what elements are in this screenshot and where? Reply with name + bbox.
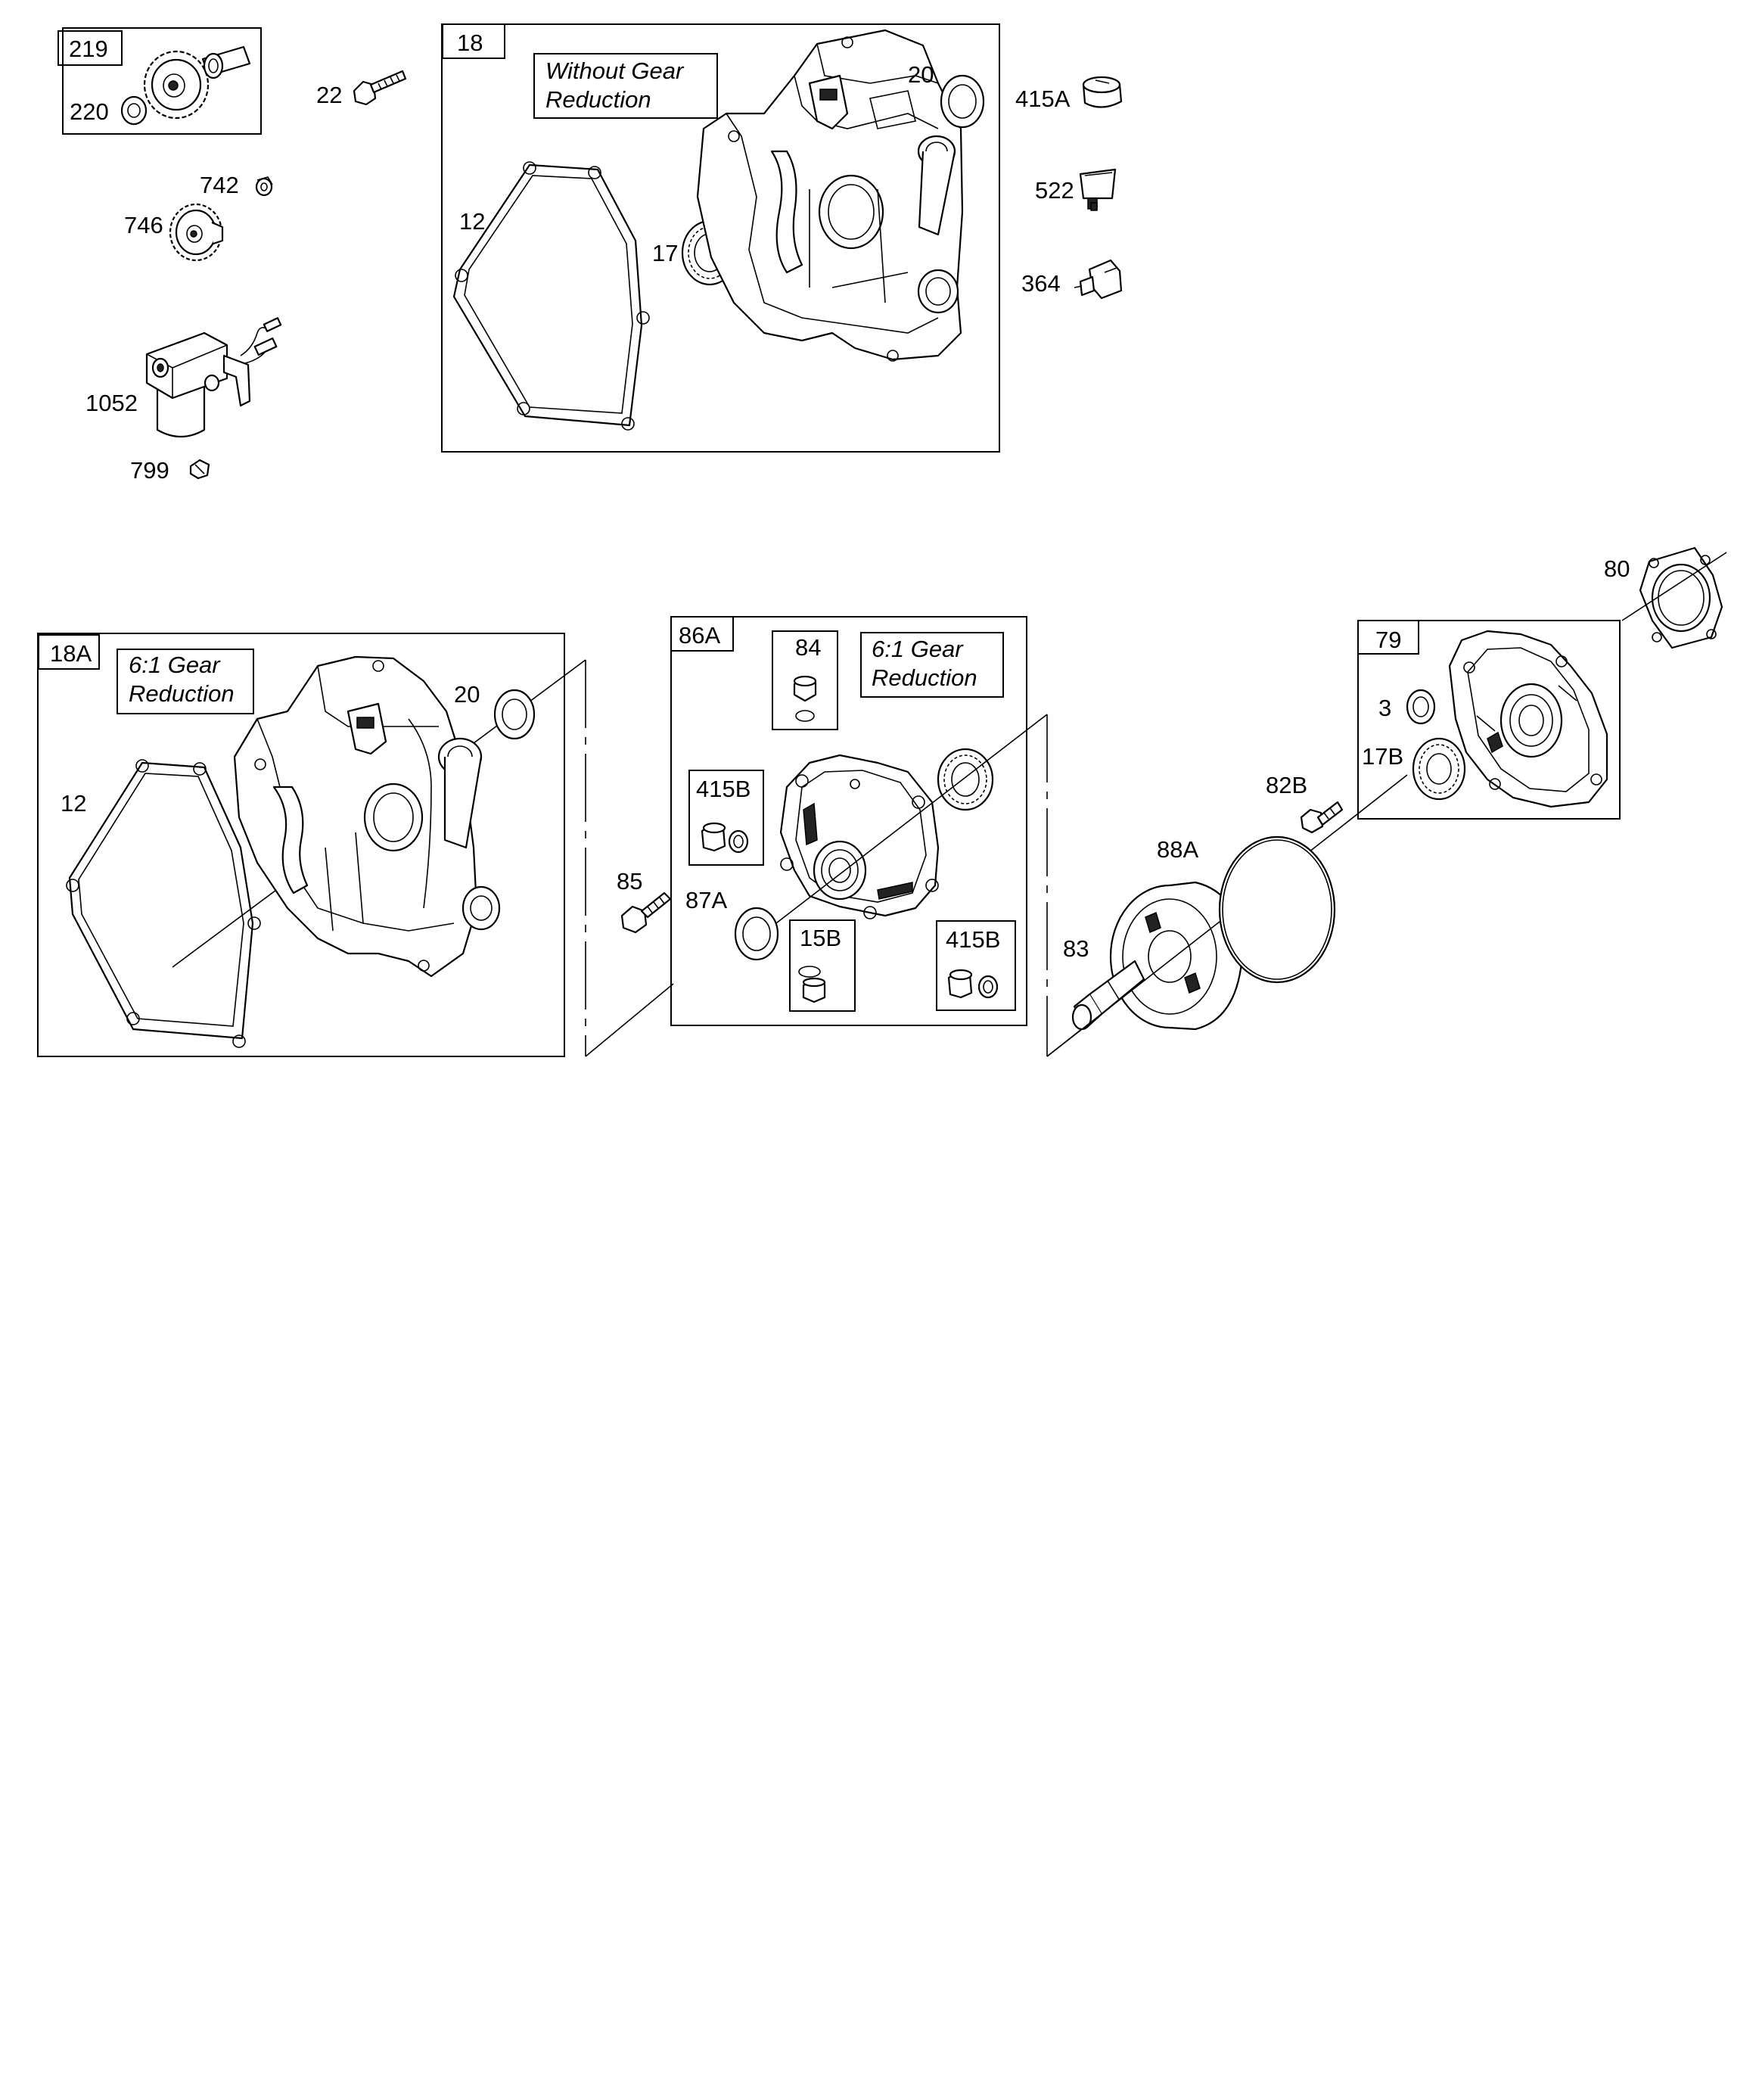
note-18-line1: Without Gear (545, 58, 685, 84)
note-18-line2: Reduction (545, 86, 651, 113)
callout-88A[interactable]: 88A (1157, 836, 1198, 863)
note-18A-line2: Reduction (129, 680, 235, 707)
bolt-icon (353, 70, 407, 106)
callout-82B[interactable]: 82B (1266, 772, 1307, 798)
part-83: 83 (1063, 881, 1244, 1031)
part-415A: 415A (1015, 76, 1123, 112)
box-18: 18 Without Gear Reduction 12 17 (441, 23, 1000, 453)
box-18A: 18A 6:1 Gear Reduction 12 (37, 633, 586, 1057)
oil-sensor-icon (1074, 259, 1123, 300)
key-switch-icon (1079, 168, 1117, 211)
bolt-22: 22 (316, 70, 407, 108)
callout-742[interactable]: 742 (200, 172, 239, 198)
part-82B: 82B (1266, 772, 1344, 834)
callout-84[interactable]: 84 (795, 634, 821, 661)
callout-18A[interactable]: 18A (50, 640, 92, 667)
callout-17B[interactable]: 17B (1362, 743, 1403, 770)
callout-85[interactable]: 85 (617, 868, 642, 894)
part-85: 85 (617, 868, 672, 934)
part-1052: 1052 (85, 317, 282, 437)
callout-80[interactable]: 80 (1604, 555, 1630, 582)
seal-icon (1406, 689, 1436, 725)
note-18A-line1: 6:1 Gear (129, 652, 221, 678)
gear-cover-icon (1448, 630, 1608, 808)
bolt-icon (620, 891, 672, 934)
part-742: 742 (200, 172, 273, 198)
callout-79[interactable]: 79 (1375, 627, 1401, 653)
drain-plug-icon (793, 675, 817, 722)
o-ring-icon (1218, 835, 1336, 984)
callout-22[interactable]: 22 (316, 82, 342, 108)
callout-3[interactable]: 3 (1378, 695, 1391, 721)
part-88A: 88A (1157, 835, 1336, 984)
seal-icon (734, 907, 779, 961)
box-86A: 86A 84 6:1 Gear Reduction 415B (670, 616, 1048, 1026)
callout-219[interactable]: 219 (69, 36, 108, 62)
clip-icon (255, 176, 273, 197)
callout-17[interactable]: 17 (652, 240, 678, 266)
part-364: 364 (1021, 259, 1123, 300)
solenoid-icon (145, 317, 282, 437)
gasket-icon (452, 161, 650, 431)
callout-364[interactable]: 364 (1021, 270, 1061, 297)
bearing-icon (937, 748, 994, 811)
callout-20-bottom[interactable]: 20 (454, 681, 480, 708)
callout-12-top[interactable]: 12 (459, 208, 485, 235)
drain-plug-icon (947, 969, 999, 999)
note-86A-line2: Reduction (872, 664, 977, 691)
bearing-icon (1412, 737, 1466, 801)
callout-86A[interactable]: 86A (679, 622, 720, 649)
callout-415A[interactable]: 415A (1015, 86, 1071, 112)
callout-83[interactable]: 83 (1063, 935, 1089, 962)
gasket-icon (1639, 546, 1723, 649)
gear-icon (169, 203, 224, 262)
screw-icon (189, 459, 210, 480)
box-79: 79 3 17B (1343, 552, 1727, 826)
washer-icon (120, 95, 148, 126)
callout-415B-right[interactable]: 415B (946, 926, 1000, 953)
gasket-icon (66, 759, 261, 1048)
callout-522[interactable]: 522 (1035, 177, 1074, 204)
callout-1052[interactable]: 1052 (85, 390, 138, 416)
callout-18[interactable]: 18 (457, 30, 483, 56)
callout-15B[interactable]: 15B (800, 925, 841, 951)
callout-799[interactable]: 799 (130, 457, 169, 484)
callout-746[interactable]: 746 (124, 212, 163, 238)
shaft-icon (201, 45, 251, 79)
part-799: 799 (130, 457, 210, 484)
seal-icon (940, 74, 985, 129)
drain-plug-icon (701, 822, 749, 854)
callout-87A[interactable]: 87A (685, 887, 727, 913)
bolt-icon (1300, 801, 1344, 834)
callout-415B-left[interactable]: 415B (696, 776, 751, 802)
part-80: 80 (1604, 546, 1723, 649)
callout-20-top[interactable]: 20 (908, 61, 934, 88)
seal-icon (493, 689, 536, 740)
callout-220[interactable]: 220 (70, 98, 109, 125)
callout-12-bottom[interactable]: 12 (61, 790, 86, 817)
part-746: 746 (124, 203, 224, 262)
box-219: 219 220 (57, 27, 262, 135)
drain-plug-icon (798, 966, 826, 1003)
part-522: 522 (1035, 168, 1117, 211)
crankcase-icon (696, 29, 964, 362)
dipstick-cap-icon (1082, 76, 1123, 108)
output-shaft-icon (1071, 881, 1244, 1031)
note-86A-line1: 6:1 Gear (872, 636, 964, 662)
crankcase-icon (233, 655, 501, 978)
gear-icon (143, 50, 210, 120)
gear-cover-icon (779, 754, 940, 919)
